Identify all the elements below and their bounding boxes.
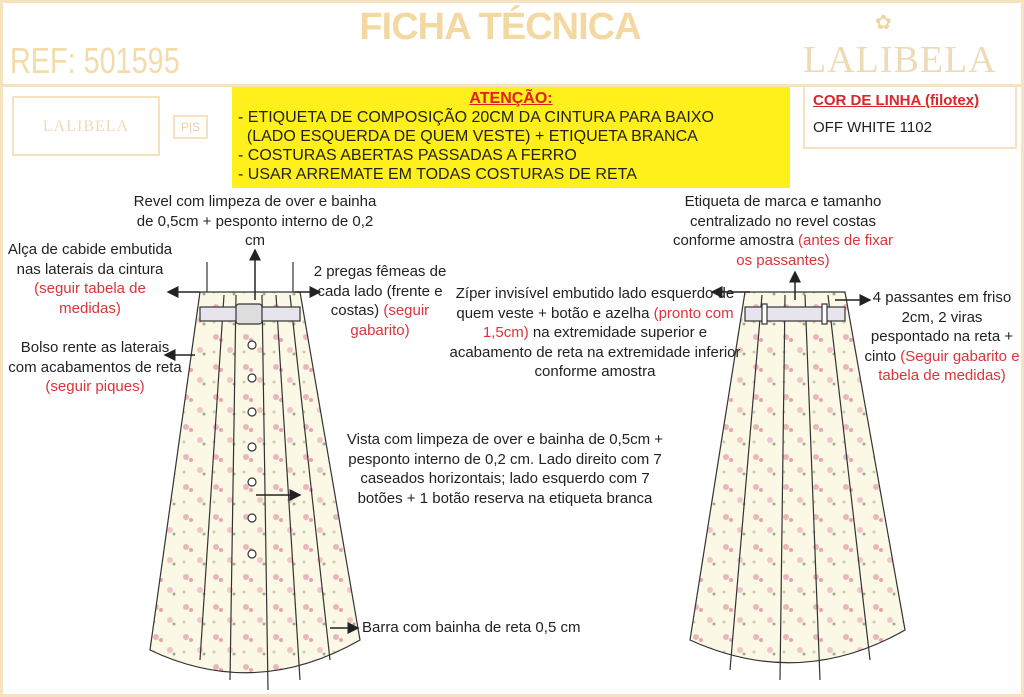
attention-box: ATENÇÃO: - ETIQUETA DE COMPOSIÇÃO 20CM D… (232, 87, 790, 188)
note-alca: Alça de cabide embutida nas laterais da … (5, 240, 175, 318)
note-text: Bolso rente as laterais com acabamentos … (8, 339, 182, 376)
note-text: Etiqueta de marca e tamanho centralizado… (672, 193, 882, 249)
attention-line: (LADO ESQUERDA DE QUEM VESTE) + ETIQUETA… (238, 128, 698, 145)
brand-logo: LALIBELA (803, 39, 997, 81)
attention-title: ATENÇÃO: (469, 90, 553, 107)
size-label: P|S (173, 115, 208, 139)
attention-line: - COSTURAS ABERTAS PASSADAS A FERRO (238, 147, 577, 164)
note-passantes: 4 passantes em friso 2cm, 2 viras pespon… (862, 288, 1022, 386)
note-text: 2 pregas fêmeas de cada lado (frente e c… (313, 263, 447, 319)
note-bolso: Bolso rente as laterais com acabamentos … (5, 338, 185, 397)
back-skirt (689, 291, 906, 681)
note-text: Alça de cabide embutida nas laterais da … (7, 241, 173, 278)
note-text: na extremidade superior e acabamento de … (449, 324, 741, 380)
thread-value: OFF WHITE 1102 (813, 119, 932, 136)
note-etiqueta: Etiqueta de marca e tamanho centralizado… (668, 192, 898, 270)
thread-title: COR DE LINHA (filotex) (813, 92, 980, 109)
note-red: (seguir tabela de medidas) (34, 280, 146, 317)
thread-color-box: COR DE LINHA (filotex) OFF WHITE 1102 (803, 87, 1017, 149)
label-brand: LALIBELA (42, 118, 130, 135)
note-red: (Seguir gabarito e tabela de medidas) (878, 347, 1020, 385)
note-red: (seguir gabarito) (350, 302, 430, 339)
attention-line: - USAR ARREMATE EM TODAS COSTURAS DE RET… (238, 166, 637, 183)
note-red: (seguir piques) (45, 378, 145, 395)
note-vista: Vista com limpeza de over e bainha de 0,… (346, 431, 664, 507)
page-title: FICHA TÉCNICA (359, 6, 641, 48)
note-barra: Barra com bainha de reta 0,5 cm (362, 619, 581, 636)
note-revel: Revel com limpeza de over e bainha de 0,… (133, 193, 377, 249)
note-ziper: Zíper invisível embutido lado esquerdo d… (445, 284, 745, 382)
body-frame (0, 85, 1024, 697)
note-red: (antes de fixar os passantes) (736, 232, 894, 269)
header-frame (0, 0, 1024, 87)
note-red: (pronto com 1,5cm) (482, 304, 734, 342)
reference-number: REF: 501595 (10, 40, 180, 81)
note-text: Zíper invisível embutido lado esquerdo d… (455, 285, 735, 322)
label-box: LALIBELA (12, 96, 160, 156)
note-pregas: 2 pregas fêmeas de cada lado (frente e c… (300, 262, 460, 340)
bee-icon: ✿ (875, 12, 892, 34)
attention-line: - ETIQUETA DE COMPOSIÇÃO 20CM DA CINTURA… (238, 109, 714, 126)
front-skirt (149, 262, 361, 691)
note-text: 4 passantes em friso 2cm, 2 viras pespon… (864, 289, 1014, 365)
